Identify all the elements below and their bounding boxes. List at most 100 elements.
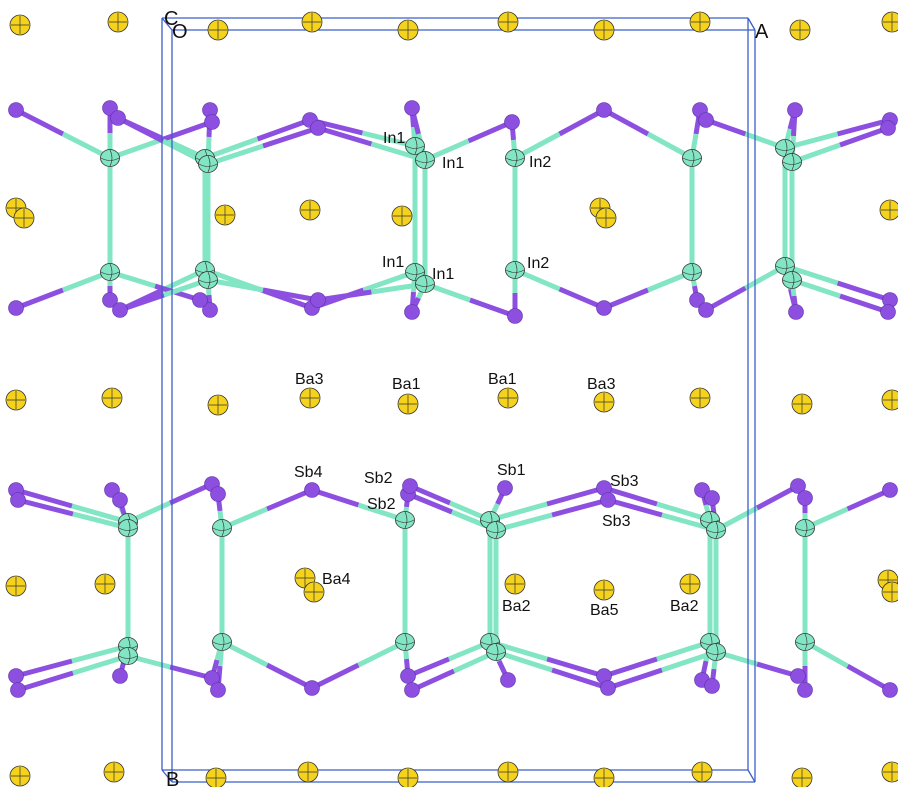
bond-half bbox=[839, 125, 889, 148]
in-atom bbox=[795, 633, 815, 651]
sb-atom bbox=[310, 120, 326, 136]
in-atom-axis bbox=[706, 529, 726, 533]
in-atom-axis bbox=[212, 527, 232, 531]
in-atom-axis bbox=[795, 527, 815, 531]
in-atom-body bbox=[486, 643, 506, 661]
unit-cell-edge bbox=[161, 769, 173, 783]
sb-atom bbox=[500, 672, 516, 688]
in-atom-axis bbox=[212, 641, 232, 645]
label-ba2-a: Ba2 bbox=[502, 598, 531, 615]
in-atom-axis bbox=[715, 521, 719, 539]
sb-atom bbox=[790, 668, 806, 684]
in-atom-axis bbox=[480, 519, 500, 523]
axis-label-origin: O bbox=[172, 21, 188, 43]
bond-half bbox=[603, 485, 658, 507]
sb-atom bbox=[110, 110, 126, 126]
sb-atom bbox=[10, 682, 26, 698]
in-atom-body bbox=[415, 151, 435, 169]
label-ba4: Ba4 bbox=[322, 571, 351, 588]
ba-atom bbox=[397, 767, 419, 787]
in-atom bbox=[795, 519, 815, 537]
in-atom-axis bbox=[404, 633, 408, 651]
ba-atom bbox=[497, 761, 519, 783]
in-atom-axis bbox=[775, 147, 795, 151]
in-atom-body bbox=[782, 271, 802, 289]
sb-atom bbox=[788, 304, 804, 320]
in-atom-axis bbox=[414, 263, 418, 281]
label-sb4: Sb4 bbox=[294, 464, 323, 481]
in-atom-axis bbox=[221, 519, 225, 537]
sb-atom bbox=[404, 682, 420, 698]
bond-half bbox=[558, 286, 605, 311]
in-atom-axis bbox=[405, 271, 425, 275]
label-in1-d: In1 bbox=[432, 266, 454, 283]
ba-atom bbox=[214, 204, 236, 226]
in-atom-axis bbox=[784, 139, 788, 157]
sb-atom bbox=[210, 486, 226, 502]
ba-atom bbox=[5, 389, 27, 411]
sb-atom bbox=[600, 492, 616, 508]
in-atom-axis bbox=[775, 265, 795, 269]
sb-atom bbox=[596, 102, 612, 118]
in-atom-axis bbox=[715, 643, 719, 661]
unit-cell-edge bbox=[747, 17, 756, 31]
bond-half bbox=[160, 119, 213, 143]
in-atom-axis bbox=[109, 263, 113, 281]
ba-atom bbox=[9, 14, 31, 36]
in-atom bbox=[198, 155, 218, 173]
label-ba5: Ba5 bbox=[590, 602, 619, 619]
sb-atom bbox=[504, 114, 520, 130]
axis-label-a: A bbox=[755, 21, 769, 43]
bond-half bbox=[836, 117, 891, 137]
ba-atom bbox=[397, 19, 419, 41]
sb-atom bbox=[698, 112, 714, 128]
in-atom bbox=[395, 511, 415, 529]
bond-half bbox=[15, 487, 73, 509]
ba-atom bbox=[101, 387, 123, 409]
in-atom-body bbox=[212, 519, 232, 537]
label-ba3-b: Ba3 bbox=[587, 376, 616, 393]
in-atom-body bbox=[100, 263, 120, 281]
bond-half bbox=[265, 662, 314, 691]
in-atom-axis bbox=[127, 647, 131, 665]
in-atom-axis bbox=[207, 271, 211, 289]
bond-half bbox=[262, 287, 319, 303]
in-atom bbox=[505, 149, 525, 167]
in-atom-body bbox=[198, 271, 218, 289]
in-atom-body bbox=[395, 633, 415, 651]
in-atom-axis bbox=[198, 279, 218, 283]
in-atom-body bbox=[486, 521, 506, 539]
sb-atom bbox=[8, 102, 24, 118]
bond-half bbox=[262, 125, 319, 149]
sb-atom bbox=[698, 302, 714, 318]
ba-atom bbox=[301, 11, 323, 33]
ba-atom bbox=[504, 573, 526, 595]
bond-half bbox=[317, 125, 373, 147]
in-atom-body bbox=[795, 519, 815, 537]
atom-layer bbox=[5, 11, 898, 787]
sb-atom bbox=[882, 482, 898, 498]
sb-atom bbox=[8, 668, 24, 684]
bond-half bbox=[15, 658, 73, 679]
in-atom-body bbox=[118, 519, 138, 537]
bond-half bbox=[603, 656, 658, 679]
axis-label-c: C bbox=[164, 8, 178, 30]
ba-atom bbox=[595, 207, 617, 229]
sb-atom bbox=[497, 480, 513, 496]
ba-atom bbox=[94, 573, 116, 595]
in-atom-axis bbox=[804, 519, 808, 537]
in-atom-axis bbox=[682, 271, 702, 275]
sb-atom bbox=[112, 302, 128, 318]
bond-half bbox=[15, 287, 64, 311]
in-atom-axis bbox=[415, 159, 435, 163]
in-atom-axis bbox=[682, 157, 702, 161]
bond-half bbox=[489, 501, 548, 523]
in-atom bbox=[405, 137, 425, 155]
in-atom-axis bbox=[414, 137, 418, 155]
sb-atom bbox=[202, 302, 218, 318]
in-atom-body bbox=[100, 149, 120, 167]
sb-atom bbox=[400, 668, 416, 684]
in-atom-axis bbox=[221, 633, 225, 651]
bond-half bbox=[469, 297, 516, 319]
label-in2-a: In2 bbox=[529, 154, 551, 171]
